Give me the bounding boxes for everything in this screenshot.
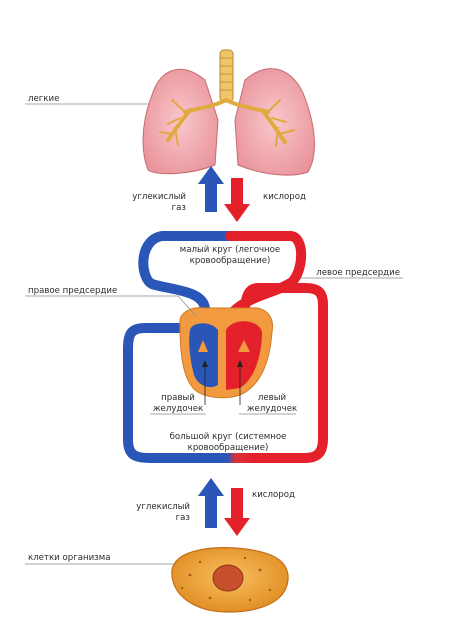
right-lung [234,68,315,176]
label-right-ventricle-2: желудочек [153,404,203,414]
label-right-ventricle-1: правый [161,393,195,403]
right-ventricle-chamber [189,323,218,388]
label-pulmonary-2: кровообращение) [190,256,271,266]
label-o2-bottom: кислород [252,490,295,500]
label-co2-bottom-1: углекислый [136,502,190,512]
left-ventricle-chamber [226,321,262,390]
label-pulmonary-1: малый круг (легочное [180,245,280,255]
label-right-atrium: правое предсердие [28,286,117,296]
body-cell [171,547,289,613]
heart [179,307,274,399]
label-left-atrium: левое предсердие [316,268,400,278]
label-co2-top-1: углекислый [132,192,186,202]
label-left-ventricle-2: желудочек [247,404,297,414]
ventricle-pointers [202,360,243,405]
bronchi [166,98,287,144]
label-lungs: легкие [28,94,59,104]
co2-arrow-up-bottom [198,478,224,528]
o2-arrow-down-bottom [224,488,250,536]
co2-arrow-up-top [198,166,224,212]
label-systemic-1: большой круг (системное [170,432,287,442]
cell-nucleus [212,564,244,592]
systemic-loop [123,283,328,463]
label-cells: клетки организма [28,553,111,563]
lungs-illustration [142,49,315,176]
label-co2-top-2: газ [172,203,187,213]
label-o2-top: кислород [263,192,306,202]
o2-arrow-down-top [224,178,250,222]
label-systemic-2: кровообращение) [188,443,269,453]
label-co2-bottom-2: газ [176,513,191,523]
label-left-ventricle-1: левый [258,393,286,403]
